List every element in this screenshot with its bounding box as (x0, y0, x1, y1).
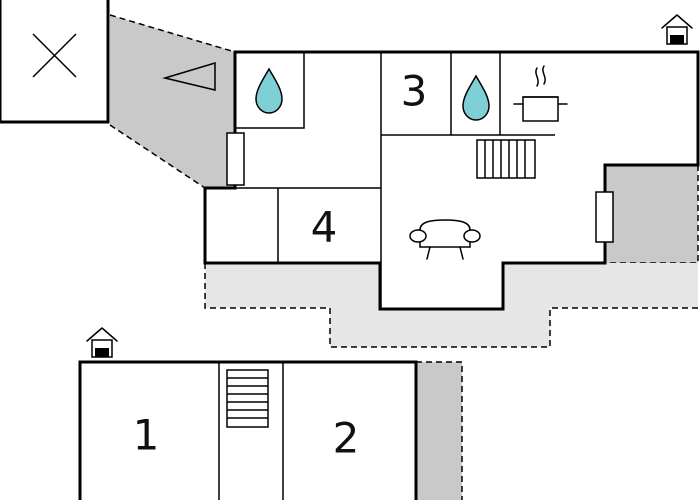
staircase-icon (226, 369, 269, 428)
water-drop-icon (462, 74, 490, 121)
lower-building-outline (78, 360, 418, 500)
terrace-light-bottom (205, 263, 698, 347)
radiator-icon (476, 139, 536, 179)
house-icon (86, 327, 118, 358)
room-label-4: 4 (311, 203, 338, 252)
room-label-1: 1 (133, 411, 160, 460)
compass-arrow-icon (162, 61, 216, 91)
window-icon (595, 191, 614, 243)
house-icon (661, 14, 693, 45)
terrace-left-border (109, 14, 236, 53)
window-icon (226, 132, 245, 186)
interior-walls (205, 52, 555, 309)
room-label-3: 3 (401, 67, 428, 116)
room-label-2: 2 (333, 414, 360, 463)
terrace-left-border-2 (109, 124, 206, 189)
terrace-lower-border (416, 361, 463, 500)
sofa-icon (409, 219, 481, 260)
terrace-dark-left (110, 15, 235, 188)
cooking-pot-icon (513, 65, 568, 122)
terrace-bottom-border (204, 263, 698, 348)
water-drop-icon (255, 67, 283, 114)
cross-mark-icon (32, 33, 77, 78)
terrace-dark-right (605, 165, 698, 263)
storage-building (0, 0, 110, 124)
terrace-dark-lower (416, 362, 462, 500)
